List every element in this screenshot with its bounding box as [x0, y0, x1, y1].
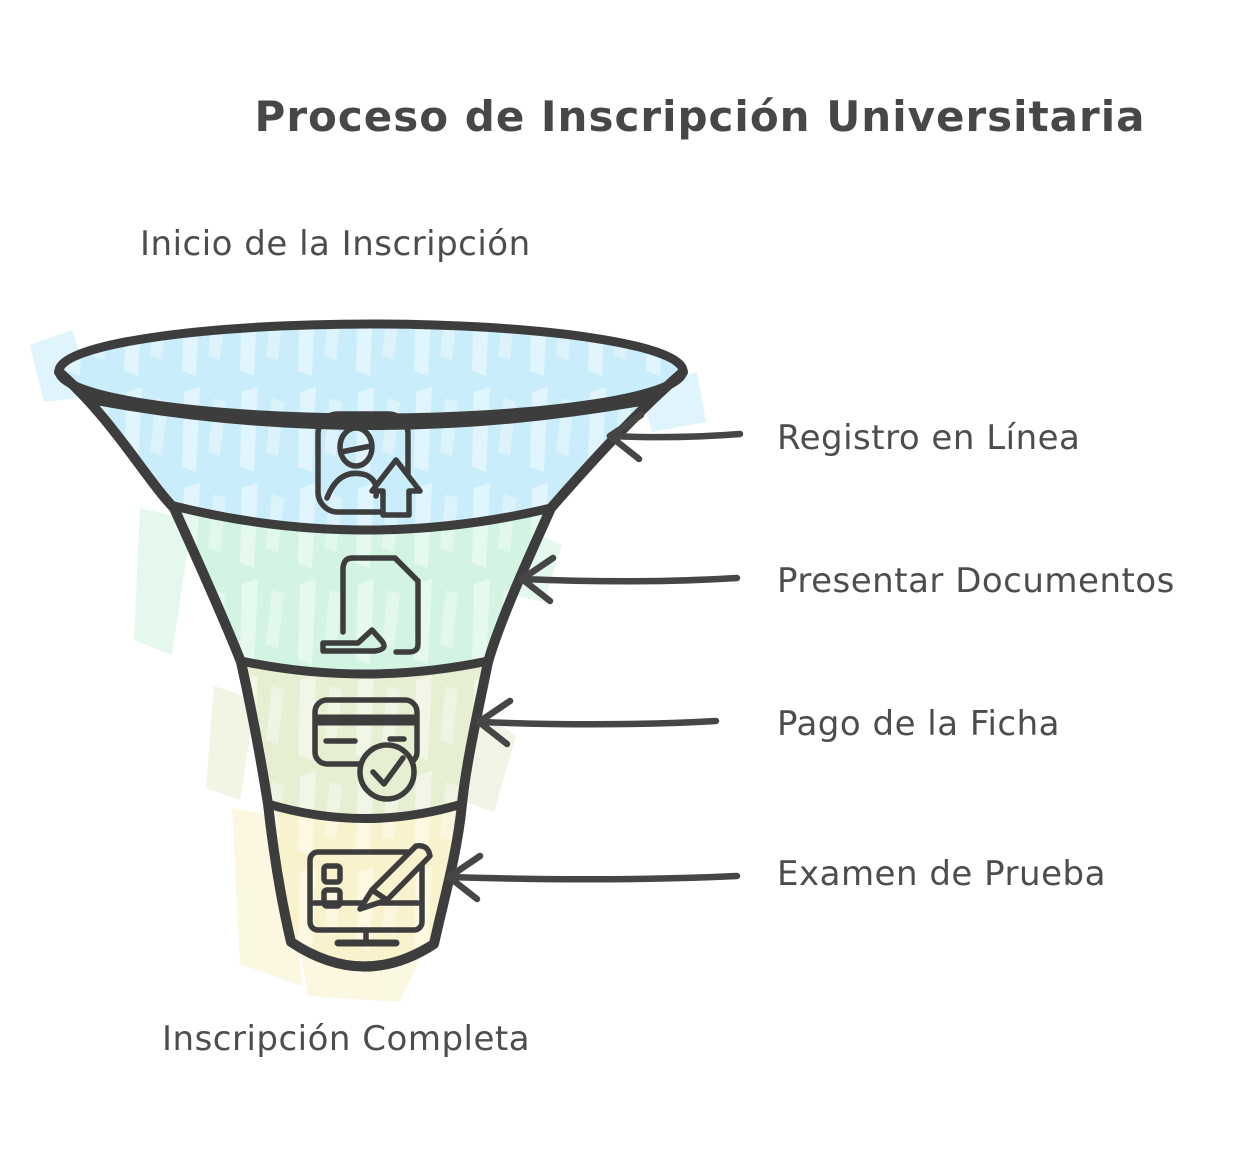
- scribble-olive-left: [206, 686, 256, 800]
- page-title: Proceso de Inscripción Universitaria: [254, 92, 1146, 141]
- arrow-registro: [606, 411, 744, 463]
- divider-2: [236, 656, 493, 679]
- divider-3: [263, 799, 467, 823]
- funnel-start-label: Inicio de la Inscripción: [140, 224, 531, 264]
- stage-label-documentos: Presentar Documentos: [777, 561, 1175, 601]
- arrow-documentos: [518, 554, 741, 605]
- arrow-pago: [475, 697, 720, 748]
- funnel-silhouette: [54, 367, 688, 972]
- connector-arrows: [445, 411, 744, 903]
- id-card-upload-icon: [315, 411, 423, 518]
- document-hand-icon: [320, 555, 421, 655]
- divider-1: [169, 501, 556, 535]
- stage-icons: [307, 411, 433, 947]
- funnel-rim: [54, 319, 688, 423]
- stage-label-registro: Registro en Línea: [777, 418, 1081, 458]
- stage-label-examen: Examen de Prueba: [777, 854, 1106, 894]
- funnel-outline: [54, 319, 688, 972]
- arrow-examen: [445, 852, 741, 903]
- credit-card-check-icon: [312, 697, 420, 802]
- scribble-green-left: [134, 508, 192, 655]
- stage-label-pago: Pago de la Ficha: [777, 704, 1061, 744]
- exam-monitor-pencil-icon: [307, 842, 433, 947]
- funnel-rim-inner-lip: [86, 396, 656, 430]
- funnel-end-label: Inscripción Completa: [162, 1019, 531, 1059]
